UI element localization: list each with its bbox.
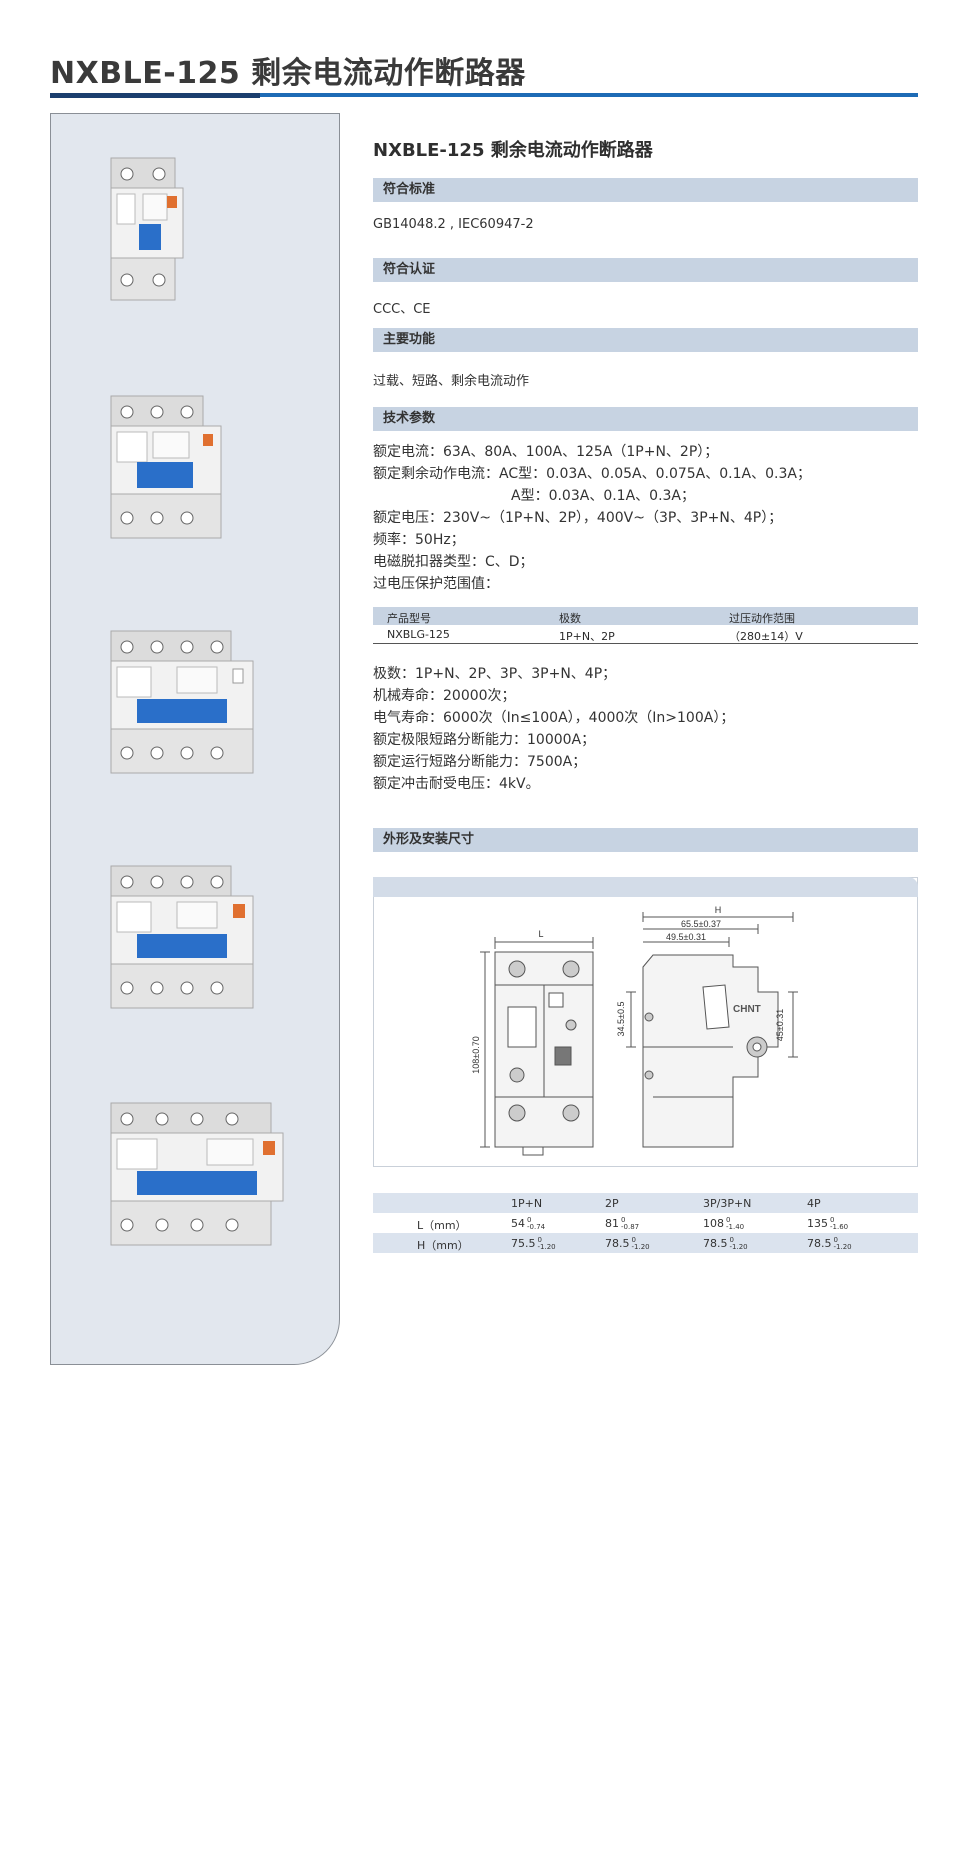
- section-params-header: 技术参数: [373, 407, 918, 431]
- section-functions-text: 过载、短路、剩余电流动作: [373, 374, 530, 389]
- param-line: 额定电流：63A、80A、100A、125A（1P+N、2P）；: [373, 444, 719, 460]
- table-header-cell: 4P: [807, 1197, 821, 1210]
- dim-label-108: 108±0.70: [471, 1036, 481, 1073]
- section-standard-text: GB14048.2 , IEC60947-2: [373, 217, 534, 232]
- section-certification-text: CCC、CE: [373, 302, 431, 317]
- param-line: 频率：50Hz；: [373, 532, 465, 548]
- dim-label-49: 49.5±0.31: [666, 932, 706, 942]
- dimension-drawing-header: [373, 877, 918, 897]
- table-header-cell: 1P+N: [511, 1197, 543, 1210]
- table-header-row: 产品型号 极数 过压动作范围: [373, 607, 918, 625]
- section-certification-header: 符合认证: [373, 258, 918, 282]
- table-header-cell: 极数: [559, 612, 581, 625]
- param-line: 电磁脱扣器类型：C、D；: [373, 554, 534, 570]
- param-line: A型：0.03A、0.1A、0.3A；: [511, 488, 696, 504]
- param-line: 机械寿命：20000次；: [373, 688, 516, 704]
- param-line: 额定运行短路分断能力：7500A；: [373, 754, 587, 770]
- title-rule-accent: [50, 93, 260, 98]
- section-standard-header: 符合标准: [373, 178, 918, 202]
- param-line: 额定剩余动作电流：AC型：0.03A、0.05A、0.075A、0.1A、0.3…: [373, 466, 811, 482]
- table-header-row: 1P+N 2P 3P/3P+N 4P: [373, 1193, 918, 1213]
- product-image-panel: [50, 113, 340, 1365]
- param-line: 过电压保护范围值：: [373, 576, 499, 592]
- table-header-cell: 产品型号: [387, 612, 431, 625]
- page-title: NXBLE-125 剩余电流动作断路器: [50, 56, 526, 91]
- brand-logo: CHNT: [733, 1004, 761, 1015]
- table-header-cell: 3P/3P+N: [703, 1197, 752, 1210]
- breaker-image-2p: [110, 395, 222, 539]
- dim-label-65: 65.5±0.37: [681, 919, 721, 929]
- table-header-cell: 过压动作范围: [729, 612, 795, 625]
- breaker-image-3p: [110, 630, 254, 774]
- section-functions-header: 主要功能: [373, 328, 918, 352]
- table-row: NXBLG-125 1P+N、2P （280±14）V: [373, 625, 918, 644]
- dim-label-L: L: [538, 929, 543, 939]
- table-cell: （280±14）V: [729, 630, 803, 643]
- param-line: 额定电压：230V~（1P+N、2P），400V~（3P、3P+N、4P）；: [373, 510, 783, 526]
- table-cell: NXBLG-125: [387, 628, 450, 641]
- breaker-image-4p: [110, 1102, 284, 1246]
- row-label: H（mm）: [417, 1239, 469, 1252]
- param-line: 额定冲击耐受电压：4kV。: [373, 776, 540, 792]
- param-line: 额定极限短路分断能力：10000A；: [373, 732, 596, 748]
- product-title: NXBLE-125 剩余电流动作断路器: [373, 140, 653, 161]
- table-header-cell: 2P: [605, 1197, 619, 1210]
- param-line: 电气寿命：6000次（In≤100A），4000次（In>100A）；: [373, 710, 735, 726]
- dim-label-34: 34.5±0.5: [616, 1002, 626, 1037]
- dim-label-45: 45±0.31: [775, 1009, 785, 1041]
- table-cell: 1P+N、2P: [559, 630, 615, 643]
- breaker-image-3pn: [110, 865, 254, 1009]
- breaker-image-1pn: [110, 157, 184, 301]
- dimension-drawing: L 108±0.70 H 65.5±0.37 49.5±0.31 34.5±0.…: [471, 905, 798, 1156]
- section-dimensions-header: 外形及安装尺寸: [373, 828, 918, 852]
- overvoltage-table: 产品型号 极数 过压动作范围 NXBLG-125 1P+N、2P （280±14…: [373, 607, 918, 644]
- row-label: L（mm）: [417, 1219, 467, 1232]
- param-line: 极数：1P+N、2P、3P、3P+N、4P；: [373, 666, 617, 682]
- title-rule: [50, 93, 918, 97]
- dim-label-H: H: [715, 905, 722, 915]
